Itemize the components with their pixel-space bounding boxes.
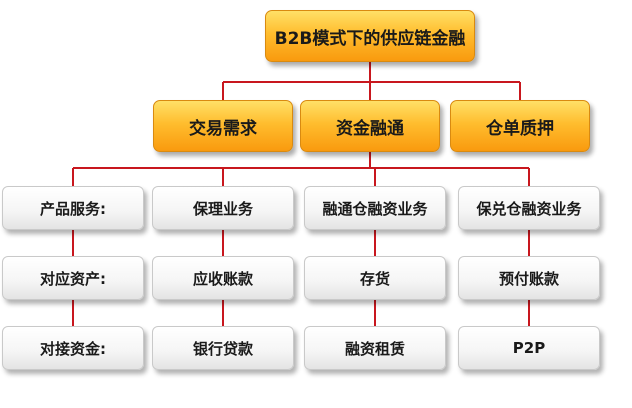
leaf-label: 银行贷款 <box>192 339 253 358</box>
leaf-label: 对接资金: <box>40 339 106 358</box>
leaf-node-inventory: 存货 <box>304 256 446 300</box>
root-node-label: B2B模式下的供应链金融 <box>274 28 466 49</box>
leaf-label: 对应资产: <box>40 269 106 288</box>
leaf-label: 保兑仓融资业务 <box>476 199 582 218</box>
leaf-label: 预付账款 <box>498 269 559 288</box>
leaf-label: 融通仓融资业务 <box>322 199 428 218</box>
row-label-asset: 对应资产: <box>2 256 144 300</box>
leaf-node-financial-leasing: 融资租赁 <box>304 326 446 370</box>
category-node-label: 交易需求 <box>189 118 257 139</box>
leaf-node-confirming-storage-financing: 保兑仓融资业务 <box>458 186 600 230</box>
leaf-label: 存货 <box>359 269 390 288</box>
leaf-node-bank-loan: 银行贷款 <box>152 326 294 370</box>
leaf-node-warehouse-financing: 融通仓融资业务 <box>304 186 446 230</box>
category-node-warehouse-pledge: 仓单质押 <box>450 100 590 152</box>
category-node-fund-financing: 资金融通 <box>300 100 440 152</box>
leaf-node-p2p: P2P <box>458 326 600 370</box>
leaf-label: 产品服务: <box>40 199 106 218</box>
leaf-label: P2P <box>512 339 546 357</box>
leaf-node-receivables: 应收账款 <box>152 256 294 300</box>
row-label-product-service: 产品服务: <box>2 186 144 230</box>
leaf-label: 保理业务 <box>192 199 253 218</box>
leaf-node-prepayments: 预付账款 <box>458 256 600 300</box>
root-node: B2B模式下的供应链金融 <box>265 10 475 62</box>
leaf-label: 应收账款 <box>192 269 253 288</box>
category-node-trade-demand: 交易需求 <box>153 100 293 152</box>
category-node-label: 仓单质押 <box>486 118 554 139</box>
row-label-funding: 对接资金: <box>2 326 144 370</box>
category-node-label: 资金融通 <box>336 118 404 139</box>
leaf-node-factoring: 保理业务 <box>152 186 294 230</box>
leaf-label: 融资租赁 <box>344 339 405 358</box>
